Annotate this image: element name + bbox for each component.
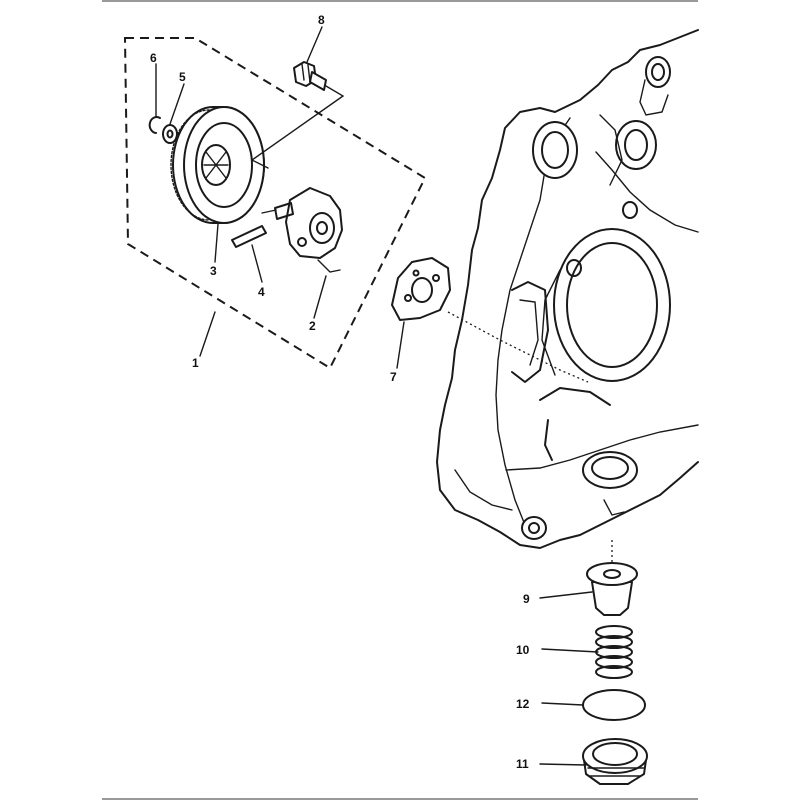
part-4-pin <box>231 225 267 248</box>
assembly-boundary <box>123 37 427 370</box>
part-11-drain-plug <box>582 738 648 785</box>
part-9-cap <box>586 540 638 616</box>
callout-8: 8 <box>318 13 325 27</box>
callout-12: 12 <box>516 697 530 711</box>
part-3-driven-gear <box>170 106 265 224</box>
part-5-washer <box>162 124 178 144</box>
callout-3: 3 <box>210 264 217 278</box>
part-10-spring <box>595 625 633 679</box>
leader-lines <box>155 26 599 766</box>
part-8-bolt <box>293 61 327 91</box>
part-6-circlip <box>148 116 161 134</box>
callout-4: 4 <box>258 285 265 299</box>
callout-labels: 1 2 3 4 5 6 7 8 9 10 12 11 <box>150 13 530 771</box>
callout-5: 5 <box>179 70 186 84</box>
part-12-o-ring <box>582 689 646 721</box>
crankcase <box>436 29 699 549</box>
callout-1: 1 <box>192 356 199 370</box>
callout-10: 10 <box>516 643 530 657</box>
callout-7: 7 <box>390 370 397 384</box>
callout-2: 2 <box>309 319 316 333</box>
part-7-gasket <box>391 257 451 321</box>
part-2-oil-pump <box>261 187 343 273</box>
callout-9: 9 <box>523 592 530 606</box>
callout-11: 11 <box>516 757 529 771</box>
callout-6: 6 <box>150 51 157 65</box>
